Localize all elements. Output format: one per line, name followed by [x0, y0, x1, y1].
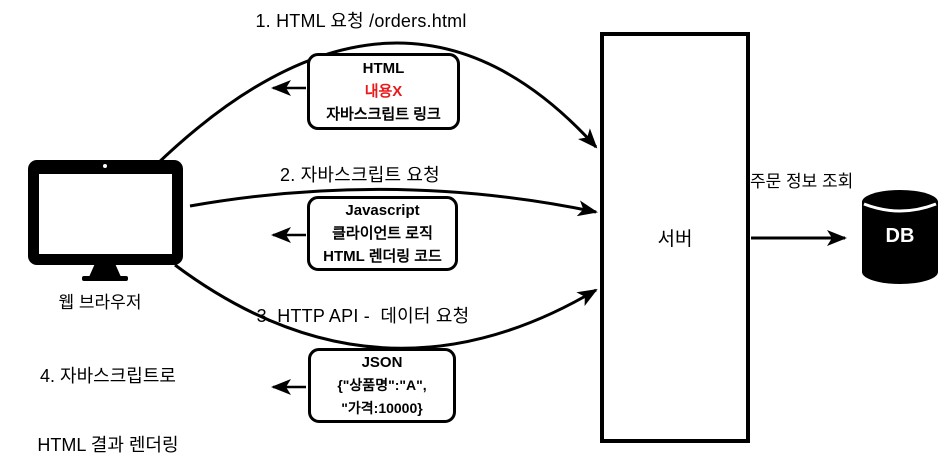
browser-label: 웹 브라우저 [58, 293, 142, 312]
flow1-label: 1. HTML 요청 /orders.html [255, 11, 467, 31]
server-box: 서버 [600, 32, 750, 443]
flow1-box-line1: HTML [362, 60, 405, 77]
browser-render-note: 4. 자바스크립트로 HTML 결과 렌더링 [2, 319, 214, 468]
flow1-box-line2: 내용X [364, 83, 403, 100]
db-query-label: 주문 정보 조회 [750, 172, 854, 191]
request-arrow-3 [174, 263, 598, 350]
flow3-box-line1: JSON [361, 354, 403, 371]
server-label: 서버 [657, 229, 693, 250]
request-arrow-2 [189, 187, 598, 217]
flow2-response-box: Javascript 클라이언트 로직 HTML 렌더링 코드 [307, 196, 458, 271]
flow1-box-line3: 자바스크립트 링크 [326, 106, 441, 123]
flow2-box-line1: Javascript [345, 202, 420, 219]
flow2-box-line3: HTML 렌더링 코드 [323, 248, 442, 265]
database-cylinder-icon [862, 190, 938, 284]
flow2-label: 2. 자바스크립트 요청 [280, 165, 440, 185]
flow3-response-box: JSON {"상품명":"A", "가격:10000} [308, 348, 456, 423]
browser-render-note-line2: HTML 결과 렌더링 [37, 435, 179, 455]
flow3-label: 3. HTTP API - 데이터 요청 [256, 306, 470, 326]
flow3-box-line2: {"상품명":"A", [337, 377, 427, 393]
monitor-screen [39, 174, 172, 254]
flow1-response-box: HTML 내용X 자바스크립트 링크 [307, 53, 460, 130]
monitor-stand [89, 264, 121, 277]
db-label: DB [885, 225, 915, 247]
flow3-box-line3: "가격:10000} [341, 400, 423, 416]
browser-render-note-line1: 4. 자바스크립트로 [40, 366, 176, 386]
request-arrow-1 [153, 41, 598, 168]
monitor-camera-dot [103, 164, 107, 168]
monitor-base [82, 276, 128, 281]
flow2-box-line2: 클라이언트 로직 [332, 225, 433, 242]
